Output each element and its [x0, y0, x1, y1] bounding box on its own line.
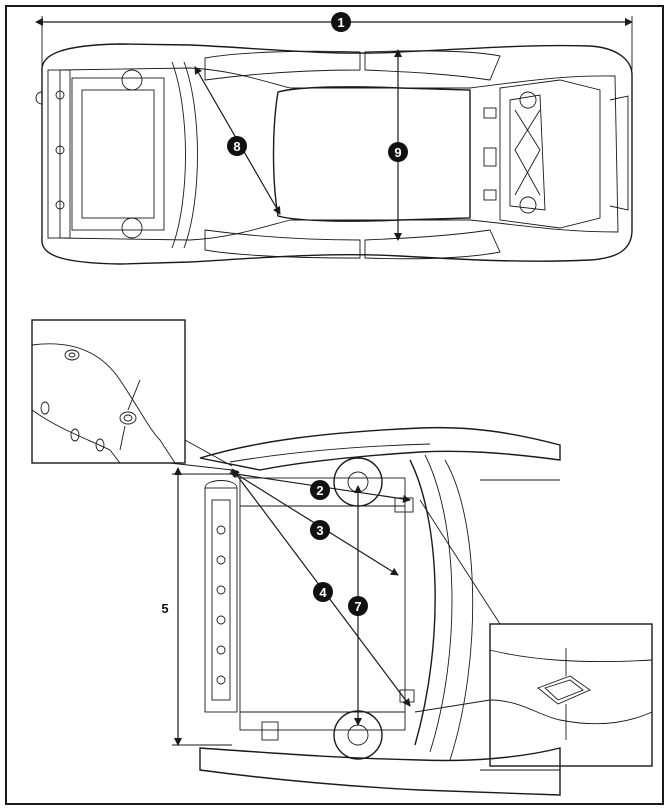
callout-3: 3: [310, 520, 330, 540]
svg-text:4: 4: [319, 585, 327, 600]
svg-text:7: 7: [354, 599, 361, 614]
front-section-underbody-view: [199, 426, 561, 796]
svg-text:2: 2: [316, 483, 323, 498]
callout-9: 9: [388, 142, 408, 162]
callout-4: 4: [313, 582, 333, 602]
callout-1: 1: [331, 12, 351, 32]
inset-detail-gauge-hole: [414, 499, 653, 767]
svg-text:9: 9: [394, 145, 401, 160]
svg-text:1: 1: [337, 15, 344, 30]
callout-7: 7: [348, 596, 368, 616]
svg-text:3: 3: [316, 523, 323, 538]
inset-detail-mount-point: [31, 319, 233, 471]
callout-8: 8: [227, 136, 247, 156]
label-dimension-5: 5: [161, 601, 168, 616]
top-car-body-view: [35, 43, 633, 265]
svg-text:8: 8: [233, 139, 240, 154]
dimension-5-frame-length: [172, 467, 232, 746]
callout-2: 2: [310, 480, 330, 500]
